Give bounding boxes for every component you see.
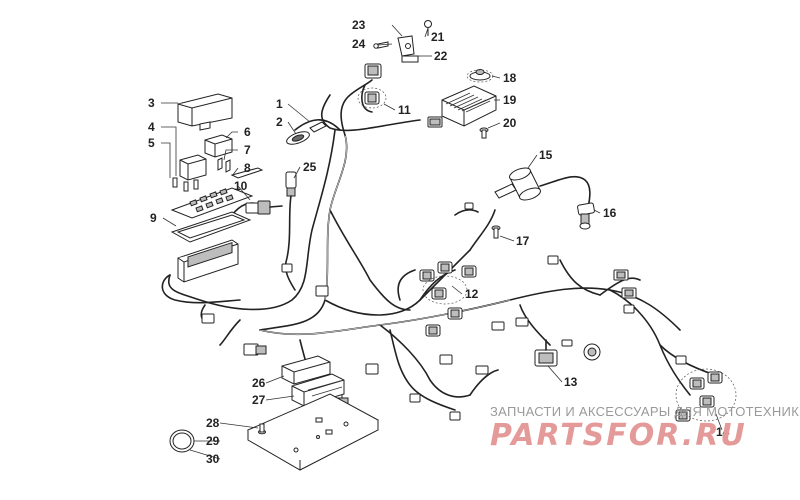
callout-26: 26: [252, 376, 266, 390]
callout-11: 11: [398, 103, 411, 117]
callout-18: 18: [503, 71, 517, 85]
fuse-box-gasket: [170, 211, 252, 243]
screw-20: [479, 127, 489, 139]
callout-29: 29: [206, 434, 220, 448]
callout-22: 22: [434, 49, 448, 63]
connector-group-13: [491, 317, 601, 367]
watermark-caption: ЗАПЧАСТИ И АКСЕССУАРЫ ДЛЯ МОТОТЕХНИКИ: [490, 404, 800, 419]
harness-connectors: [201, 285, 489, 421]
spark-plug-cap-16: [577, 202, 595, 230]
callout-numbers: 1 2 3 4 5 6 7 8 9 10 11 12 13 14 15 16 1…: [148, 18, 730, 466]
main-harness: [168, 129, 716, 411]
connector-10: [245, 200, 283, 215]
callout-13: 13: [564, 375, 578, 389]
screw-28: [258, 423, 266, 435]
callout-17: 17: [516, 234, 530, 248]
callout-6: 6: [244, 125, 251, 139]
bracket-22: [397, 35, 419, 63]
screw-17: [491, 225, 501, 239]
callout-8: 8: [244, 161, 251, 175]
connector-top: [364, 63, 382, 79]
fuse-panel: [170, 167, 264, 219]
fuse-box-base: [177, 239, 239, 283]
connector-11: [357, 87, 387, 109]
fuse-box-cells: [187, 241, 233, 268]
sensor-25: [281, 171, 297, 291]
callout-30: 30: [206, 452, 220, 466]
grommet-2: [286, 131, 310, 145]
callout-20: 20: [503, 116, 517, 130]
callout-12: 12: [465, 287, 479, 301]
callout-14: 14: [716, 425, 730, 439]
bolt-21: [424, 20, 432, 36]
leader-lines: [161, 24, 723, 460]
clip-1: [309, 121, 327, 133]
relay-4: [172, 154, 207, 192]
callout-23: 23: [352, 18, 366, 32]
coil-leads: [454, 202, 479, 216]
callout-4: 4: [148, 120, 155, 134]
ecu-module-27: [291, 373, 345, 407]
callout-15: 15: [539, 148, 553, 162]
fuse-box-cover: [177, 93, 233, 131]
callout-5: 5: [148, 136, 155, 150]
callout-2: 2: [276, 115, 283, 129]
ecu-module-26: [281, 355, 331, 385]
screw-23-24: [373, 41, 389, 49]
mounting-plate: [246, 393, 380, 471]
callout-21: 21: [431, 30, 445, 44]
callout-25: 25: [303, 160, 317, 174]
fuse-clips: [217, 157, 231, 173]
connector-group-14: [675, 368, 737, 422]
callout-3: 3: [148, 96, 155, 110]
callout-7: 7: [244, 143, 251, 157]
callout-28: 28: [206, 416, 220, 430]
callout-1: 1: [276, 97, 283, 111]
callout-27: 27: [252, 393, 266, 407]
ignition-coil-15: [494, 167, 591, 209]
relay-6: [204, 134, 233, 158]
callout-24: 24: [352, 37, 366, 51]
connector-group-12: [419, 261, 477, 365]
callout-9: 9: [150, 211, 157, 225]
callout-16: 16: [603, 206, 617, 220]
right-connectors: [547, 255, 687, 365]
cable-tie-ring: [169, 429, 195, 453]
regulator-19: [427, 85, 497, 128]
callout-19: 19: [503, 93, 517, 107]
upper-harness-branch: [294, 79, 421, 136]
watermark-logo: PARTSFOR.RU: [490, 418, 747, 453]
fuse-panel-cells: [189, 188, 234, 213]
callout-10: 10: [234, 179, 248, 193]
washer-18: [466, 69, 494, 83]
